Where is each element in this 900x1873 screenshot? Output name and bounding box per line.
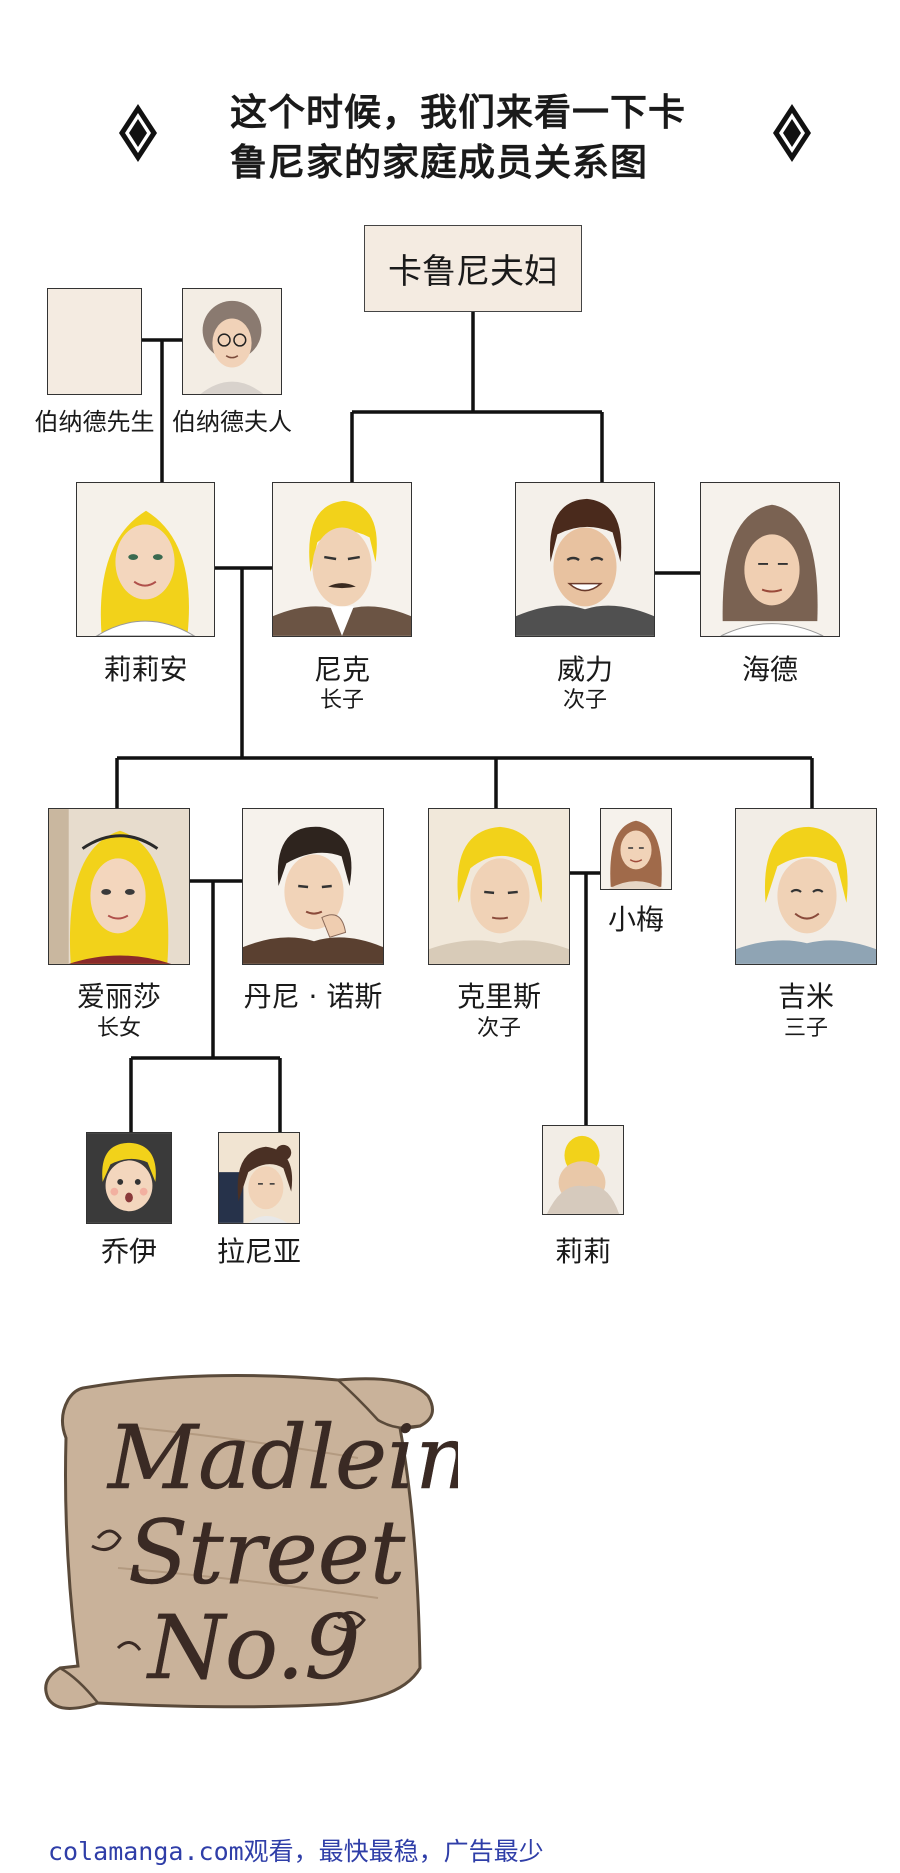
lilian-portrait: [76, 482, 215, 637]
bernard-mr-portrait-blank: [47, 288, 142, 395]
joey-portrait: [86, 1132, 172, 1224]
lilian-name: 莉莉安: [103, 653, 188, 686]
lili-name: 莉莉: [554, 1235, 611, 1268]
chris-portrait: [428, 808, 570, 965]
dark-haired-girl-portrait-icon: [219, 1133, 299, 1223]
blonde-boy-surprised-portrait-icon: [87, 1133, 171, 1223]
elisa-role: 长女: [96, 1016, 141, 1041]
madlein-street-logo: Madlein Street No.9: [44, 1374, 458, 1710]
willy-portrait: [515, 482, 655, 637]
logo-word-street: Street: [128, 1501, 406, 1604]
root-couple-box: 卡鲁尼夫妇: [364, 225, 582, 312]
diamond-ornament-left-icon: [119, 104, 157, 162]
chris-role: 次子: [476, 1016, 521, 1041]
blonde-woman-portrait-icon: [77, 483, 214, 636]
bernard-mr-name: 伯纳德先生: [34, 408, 155, 436]
bernard-mrs-portrait: [182, 288, 282, 395]
xiaomei-portrait: [600, 808, 672, 890]
willy-name: 威力: [556, 653, 613, 686]
elderly-woman-portrait-icon: [183, 289, 281, 394]
elisa-portrait: [48, 808, 190, 965]
page-title: 这个时候，我们来看一下卡 鲁尼家的家庭成员关系图: [230, 88, 730, 188]
blonde-woman-headband-portrait-icon: [49, 809, 189, 964]
title-line-2: 鲁尼家的家庭成员关系图: [230, 141, 648, 184]
jimmy-portrait: [735, 808, 877, 965]
danny-portrait: [242, 808, 384, 965]
willy-role: 次子: [562, 688, 607, 713]
xiaomei-name: 小梅: [607, 903, 664, 936]
lania-name: 拉尼亚: [216, 1235, 301, 1268]
bernard-mrs-name: 伯纳德夫人: [172, 408, 292, 436]
chris-name: 克里斯: [456, 980, 541, 1013]
nick-name: 尼克: [313, 653, 370, 686]
nick-role: 长子: [319, 688, 364, 713]
heide-name: 海德: [741, 653, 798, 686]
blonde-young-man-portrait-icon: [429, 809, 569, 964]
danny-name: 丹尼 · 诺斯: [243, 980, 383, 1013]
logo-word-no9: No.9: [146, 1596, 360, 1699]
jimmy-role: 三子: [783, 1016, 828, 1041]
lania-portrait: [218, 1132, 300, 1224]
curly-haired-woman-portrait-icon: [601, 809, 671, 889]
dark-haired-man-smiling-portrait-icon: [516, 483, 654, 636]
brown-haired-woman-portrait-icon: [701, 483, 839, 636]
footer-source-text: colamanga.com观看，最快最稳，广告最少: [48, 1837, 544, 1866]
elisa-name: 爱丽莎: [76, 980, 161, 1013]
logo-word-madlein: Madlein: [106, 1406, 458, 1509]
diamond-ornament-right-icon: [773, 104, 811, 162]
dark-haired-man-thinking-portrait-icon: [243, 809, 383, 964]
jimmy-name: 吉米: [777, 980, 834, 1013]
blonde-man-smiling-portrait-icon: [736, 809, 876, 964]
lili-portrait: [542, 1125, 624, 1215]
heide-portrait: [700, 482, 840, 637]
blonde-baby-held-portrait-icon: [543, 1126, 623, 1214]
nick-portrait: [272, 482, 412, 637]
title-line-1: 这个时候，我们来看一下卡: [230, 91, 686, 134]
joey-name: 乔伊: [100, 1235, 157, 1268]
blonde-man-mustache-portrait-icon: [273, 483, 411, 636]
